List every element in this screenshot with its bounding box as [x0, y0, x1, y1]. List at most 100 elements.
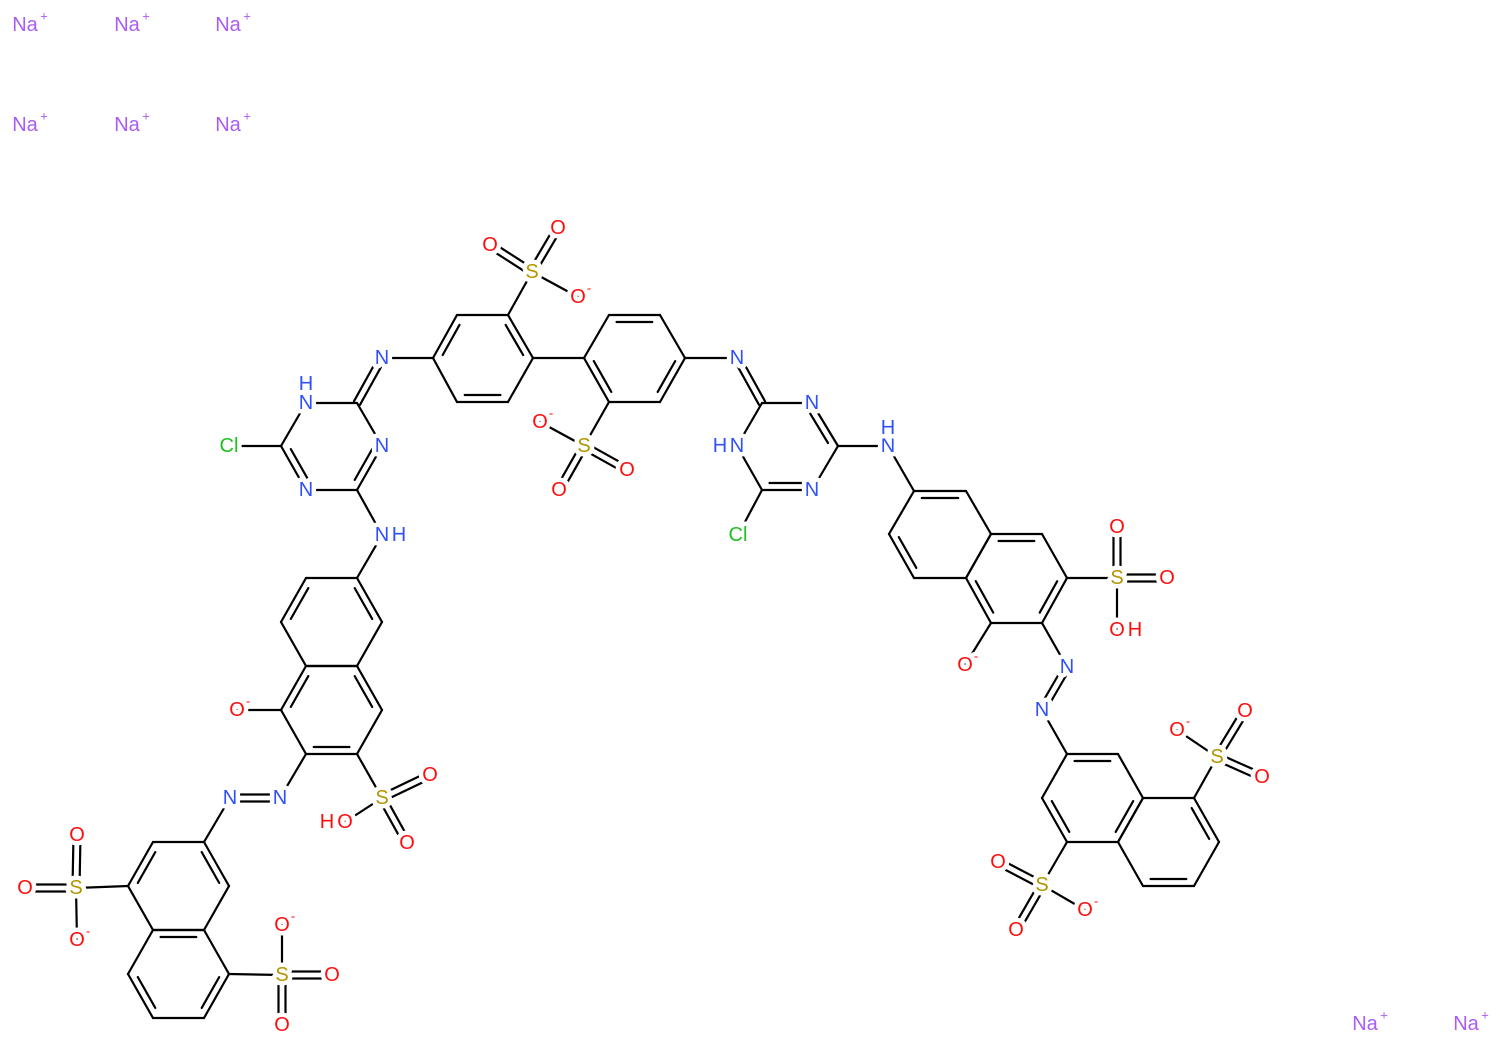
double-bond [377, 798, 406, 846]
atom-s7-o1: O [1233, 696, 1258, 727]
double-bond [533, 228, 563, 275]
single-bond [538, 420, 586, 448]
atom-n-triazine-right-a: N [800, 388, 823, 419]
atom-s1-o1: O [478, 230, 503, 261]
aromatic-inner-bond [1190, 806, 1211, 840]
single-bond [202, 796, 232, 844]
double-bond [1017, 885, 1047, 933]
ring-bond [279, 708, 308, 756]
ring-bond [126, 840, 155, 888]
single-bond [1040, 708, 1069, 756]
aromatic-inner-bond [289, 586, 310, 620]
aromatic-inner-bond [289, 674, 310, 708]
atom-na2: Na+ [110, 4, 155, 41]
double-bond [71, 833, 75, 890]
atom-symbol: Na [1453, 1013, 1479, 1035]
double-bond [383, 795, 412, 843]
charge-label: + [1380, 1008, 1388, 1023]
atom-symbol: Cl [729, 524, 748, 546]
double-bond [1214, 759, 1262, 782]
ring-bond [431, 313, 459, 360]
atom-s2-o2: O [615, 455, 640, 486]
hydrogen-label: H [881, 417, 895, 439]
charge-label: + [1481, 1008, 1489, 1023]
atom-symbol: S [1210, 746, 1223, 768]
atom-s1-om: O- [566, 276, 596, 313]
aromatic-inner-bond [353, 587, 374, 621]
double-bond [732, 358, 761, 406]
hydrogen-label: H [320, 811, 334, 833]
double-bond [560, 446, 589, 493]
atom-symbol: N [375, 347, 389, 369]
ring-bond [279, 401, 308, 448]
double-bond [1037, 664, 1066, 710]
atom-s8-o1: O [986, 847, 1011, 878]
charge-label: - [291, 909, 295, 924]
atom-symbol: S [577, 435, 590, 457]
ring-bond [1116, 796, 1145, 844]
aromatic-inner-bond [1114, 800, 1135, 834]
atom-n-triazine-left-a: N [370, 431, 393, 462]
charge-label: + [142, 9, 150, 24]
single-bond [278, 752, 308, 800]
atom-symbol: N [730, 435, 744, 457]
atom-symbol: O [532, 411, 548, 433]
single-bond [530, 270, 580, 299]
ring-bond [1192, 796, 1221, 844]
atom-symbol: N [299, 392, 313, 414]
atom-s4-om: O- [65, 919, 95, 956]
atom-symbol: N [375, 435, 389, 457]
atom-na6: Na+ [211, 104, 256, 141]
atom-s6: S [1106, 563, 1128, 594]
aromatic-inner-bond [897, 536, 918, 570]
atom-symbol: S [1035, 874, 1048, 896]
double-bond [1043, 667, 1072, 713]
charge-label: + [40, 109, 48, 124]
atom-s8-o2: O [1004, 915, 1029, 946]
ring-bond [355, 620, 384, 668]
single-bond [582, 400, 611, 448]
atom-symbol: Na [114, 114, 140, 136]
hydrogen-label: H [1128, 619, 1142, 641]
atom-nh-triazine-left: NH [294, 369, 317, 419]
single-bond [1192, 755, 1219, 800]
atom-symbol: O [324, 964, 340, 986]
ring-bond [202, 840, 231, 888]
atom-symbol: N [299, 479, 313, 501]
atom-symbol: S [275, 964, 288, 986]
ring-bond [506, 313, 535, 360]
atom-symbol: O [482, 234, 498, 256]
ring-bond [355, 401, 384, 448]
atom-n-azo-right-1: N [1055, 652, 1078, 683]
double-bond [78, 833, 82, 890]
hydrogen-label: H [299, 373, 313, 395]
atom-symbol: O [1109, 619, 1125, 641]
atom-symbol: O [1169, 719, 1185, 741]
single-bond [74, 886, 79, 942]
ring-bond [658, 313, 687, 360]
ring-bond [279, 664, 308, 712]
atom-symbol: O [17, 877, 33, 899]
atom-symbol: O [1077, 899, 1093, 921]
atom-symbol: O [1008, 919, 1024, 941]
atom-s5-o2: O [270, 1010, 295, 1041]
atom-s3-oh: OH [315, 807, 357, 838]
ring-bond [355, 576, 384, 624]
atom-s3: S [371, 783, 393, 814]
atom-symbol: Cl [220, 435, 239, 457]
atom-symbol: Na [12, 114, 38, 136]
aromatic-inner-bond [808, 411, 830, 445]
atom-s3-o1: O [418, 760, 443, 791]
atom-symbol: O [1109, 516, 1125, 538]
ring-bond [355, 664, 384, 712]
charge-label: + [243, 109, 251, 124]
ring-bond [279, 620, 308, 668]
double-bond [352, 355, 381, 403]
ring-bond [1040, 796, 1069, 844]
aromatic-inner-bond [200, 850, 221, 884]
ring-bond [279, 576, 308, 624]
atom-symbol: O [1237, 700, 1253, 722]
atom-symbol: O [399, 832, 415, 854]
double-bond [584, 441, 630, 469]
